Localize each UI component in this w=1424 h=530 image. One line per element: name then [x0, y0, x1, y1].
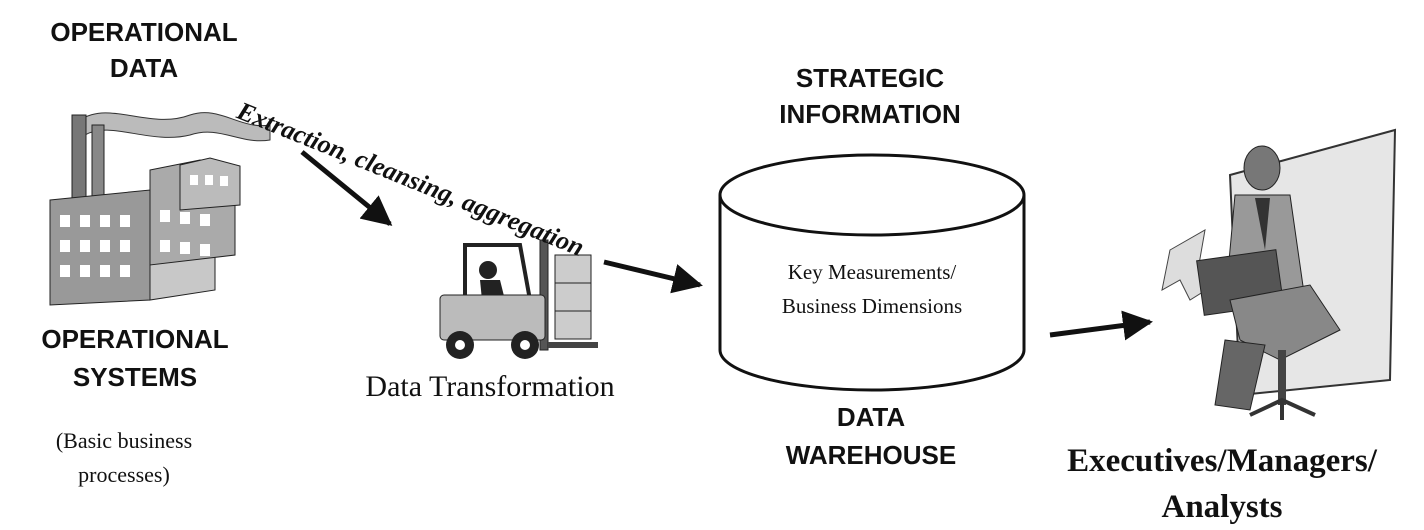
operational-data-line2: DATA: [109, 53, 179, 83]
operational-systems-label: OPERATIONAL SYSTEMS: [0, 320, 270, 396]
operational-systems-line1: OPERATIONAL: [41, 324, 229, 354]
data-warehouse-line2: WAREHOUSE: [785, 440, 957, 470]
strategic-line1: STRATEGIC: [795, 63, 945, 93]
data-warehouse-label: DATA WAREHOUSE: [716, 398, 1026, 474]
basic-processes-label: (Basic business processes): [14, 424, 234, 492]
strategic-information-label: STRATEGIC INFORMATION: [700, 60, 1040, 132]
operational-systems-line2: SYSTEMS: [72, 362, 198, 392]
executives-label: Executives/Managers/ Analysts: [1020, 438, 1424, 530]
key-measurements-line2: Business Dimensions: [781, 294, 963, 318]
arrow-forklift-to-warehouse: [603, 259, 703, 294]
data-transformation-label: Data Transformation: [365, 370, 615, 403]
basic-processes-line1: (Basic business: [55, 428, 193, 453]
arrow-warehouse-to-executives: [1049, 310, 1153, 341]
key-measurements-label: Key Measurements/ Business Dimensions: [722, 255, 1022, 323]
factory-icon: [49, 112, 271, 306]
data-warehouse-cylinder: [718, 153, 1026, 392]
operational-data-label: OPERATIONAL DATA: [14, 14, 274, 86]
basic-processes-line2: processes): [78, 462, 170, 487]
arrow-factory-to-forklift: [300, 150, 393, 226]
data-warehouse-line1: DATA: [836, 402, 906, 432]
strategic-line2: INFORMATION: [779, 99, 961, 129]
executive-icon: [1161, 128, 1397, 420]
key-measurements-line1: Key Measurements/: [787, 260, 957, 284]
forklift-icon: [439, 239, 598, 359]
operational-data-line1: OPERATIONAL: [50, 17, 238, 47]
executives-line1: Executives/Managers/: [1067, 443, 1377, 479]
executives-line2: Analysts: [1161, 489, 1283, 525]
